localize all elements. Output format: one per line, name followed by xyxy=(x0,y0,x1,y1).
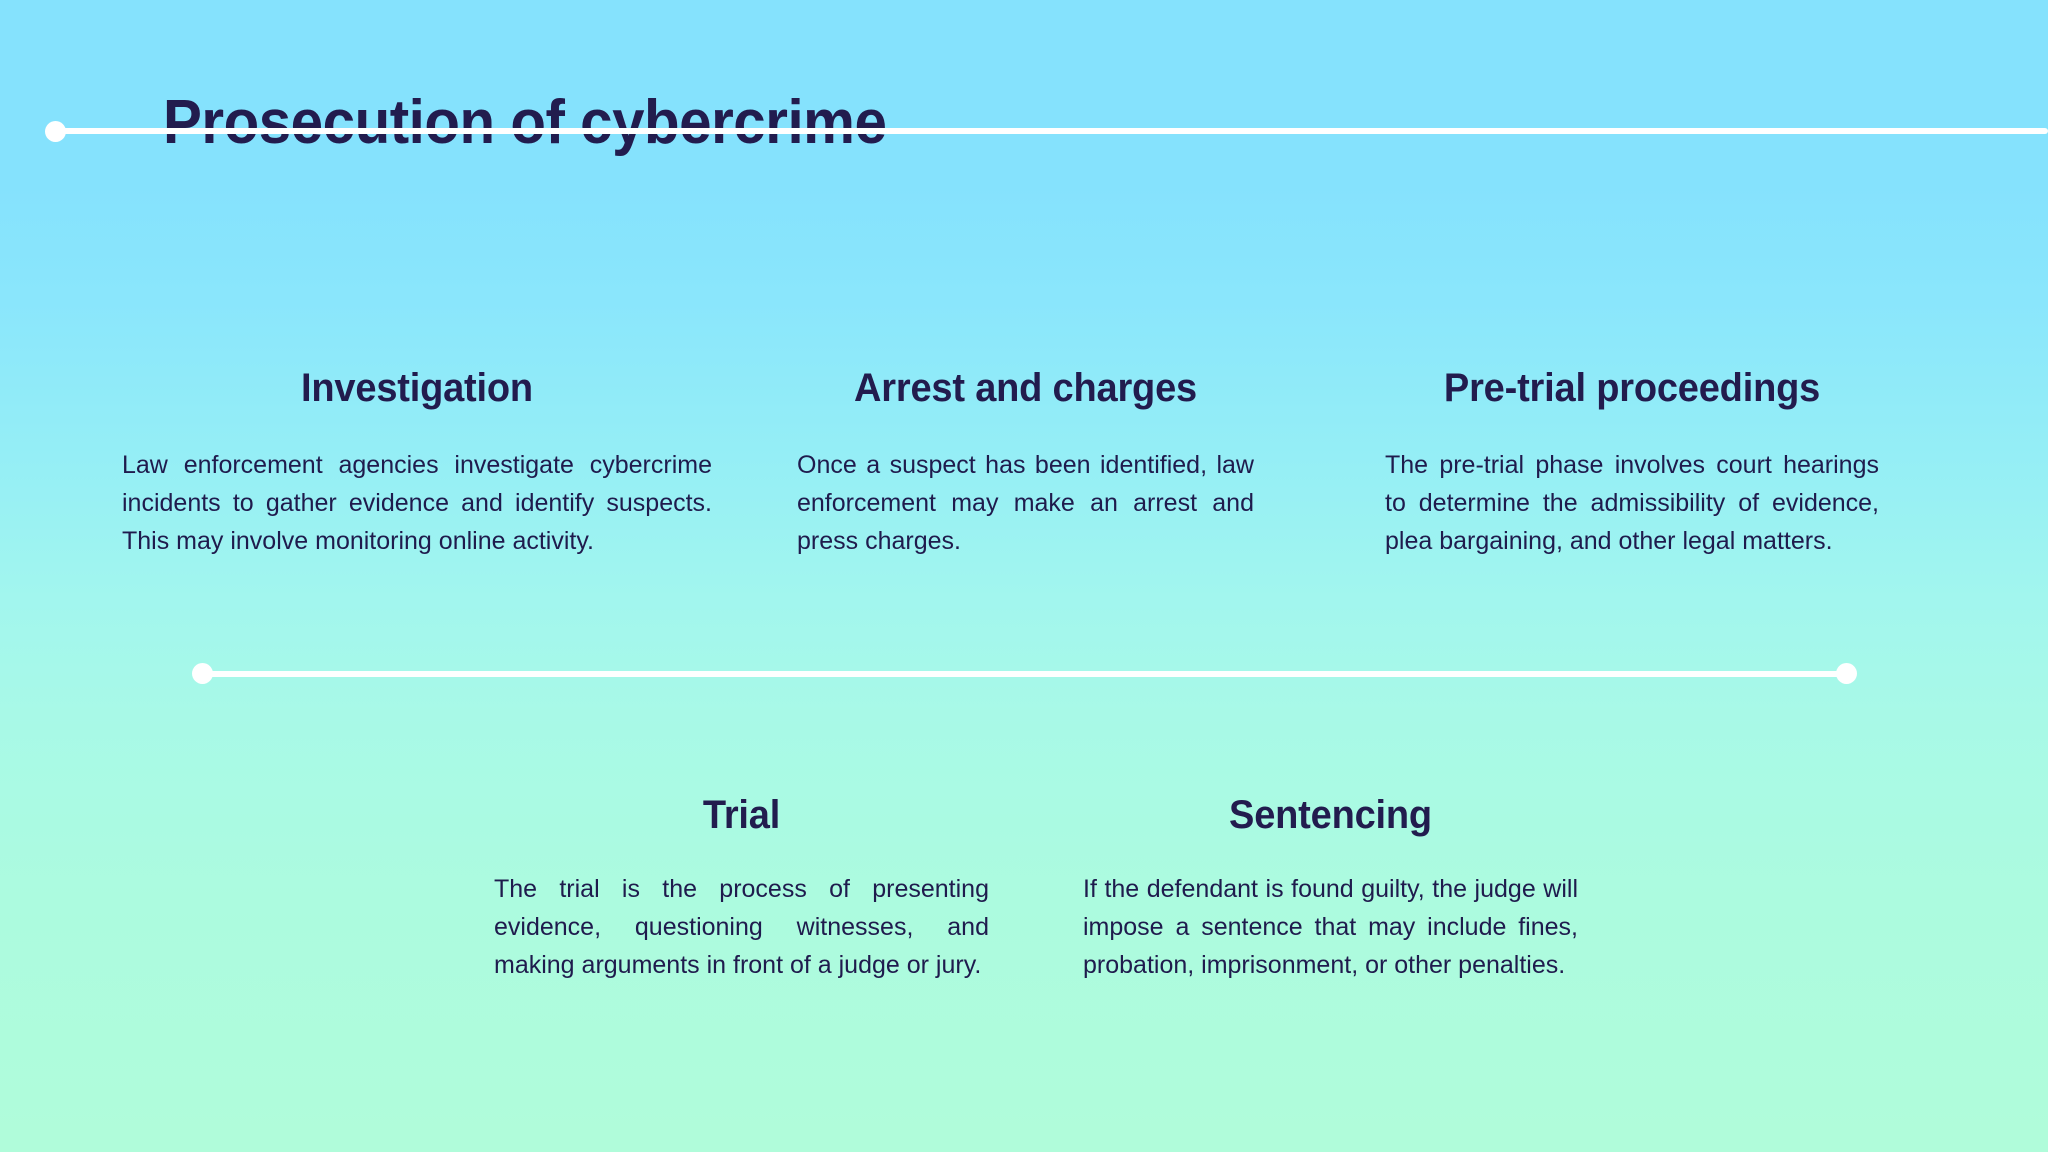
step-card-trial: Trial The trial is the process of presen… xyxy=(494,791,989,984)
step-heading-investigation: Investigation xyxy=(301,366,533,410)
top-divider-line xyxy=(55,128,2048,134)
step-heading-sentencing: Sentencing xyxy=(1229,793,1432,837)
page-title: Prosecution of cybercrime xyxy=(163,87,887,157)
step-card-investigation: Investigation Law enforcement agencies i… xyxy=(122,364,712,560)
middle-divider-left-dot xyxy=(192,663,213,684)
top-divider-left-dot xyxy=(45,121,66,142)
step-card-arrest-and-charges: Arrest and charges Once a suspect has be… xyxy=(797,364,1254,560)
step-card-pre-trial-proceedings: Pre-trial proceedings The pre-trial phas… xyxy=(1385,364,1879,560)
step-body-arrest-and-charges: Once a suspect has been identified, law … xyxy=(797,451,1254,555)
middle-divider-line xyxy=(202,671,1848,677)
step-heading-trial: Trial xyxy=(702,793,781,837)
step-heading-arrest-and-charges: Arrest and charges xyxy=(854,366,1197,410)
step-card-sentencing: Sentencing If the defendant is found gui… xyxy=(1083,791,1578,984)
middle-divider-right-dot xyxy=(1836,663,1857,684)
step-body-investigation: Law enforcement agencies investigate cyb… xyxy=(122,451,712,555)
step-body-trial: The trial is the process of presenting e… xyxy=(494,875,989,979)
step-heading-pre-trial-proceedings: Pre-trial proceedings xyxy=(1443,366,1821,410)
step-body-pre-trial-proceedings: The pre-trial phase involves court heari… xyxy=(1385,451,1879,555)
step-body-sentencing: If the defendant is found guilty, the ju… xyxy=(1083,875,1578,979)
